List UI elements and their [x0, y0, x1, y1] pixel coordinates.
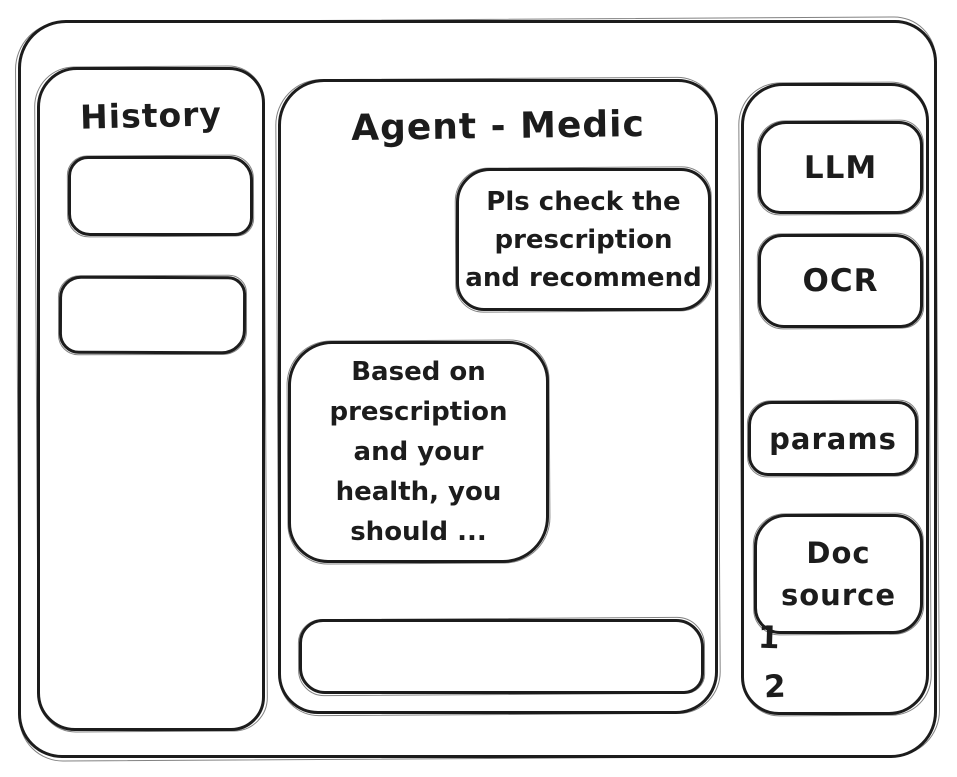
chat-title: Agent - Medic: [350, 103, 646, 150]
doc-source-marker-1: 1: [757, 619, 781, 657]
app-window-frame: History Agent - Medic Pls check the pres…: [18, 20, 937, 758]
llm-button[interactable]: LLM: [758, 121, 923, 214]
history-panel: History: [37, 67, 265, 731]
message-input[interactable]: [302, 622, 701, 691]
user-message-text: Pls check the prescription and recommend: [465, 186, 702, 293]
history-item[interactable]: [58, 275, 247, 355]
doc-source-button[interactable]: Doc source: [754, 514, 923, 634]
user-message-bubble: Pls check the prescription and recommend: [456, 168, 711, 311]
doc-source-marker-2: 2: [763, 668, 787, 706]
params-button[interactable]: params: [748, 401, 918, 476]
agent-message-text: Based on prescription and your health, y…: [329, 357, 508, 547]
ocr-button[interactable]: OCR: [758, 234, 923, 328]
agent-message-bubble: Based on prescription and your health, y…: [288, 341, 549, 563]
history-item[interactable]: [68, 156, 253, 236]
tools-panel: LLM OCR params Doc source 1 2: [741, 83, 929, 715]
message-input-box: [299, 619, 704, 694]
chat-panel: Agent - Medic Pls check the prescription…: [278, 79, 718, 714]
history-title: History: [79, 94, 223, 137]
